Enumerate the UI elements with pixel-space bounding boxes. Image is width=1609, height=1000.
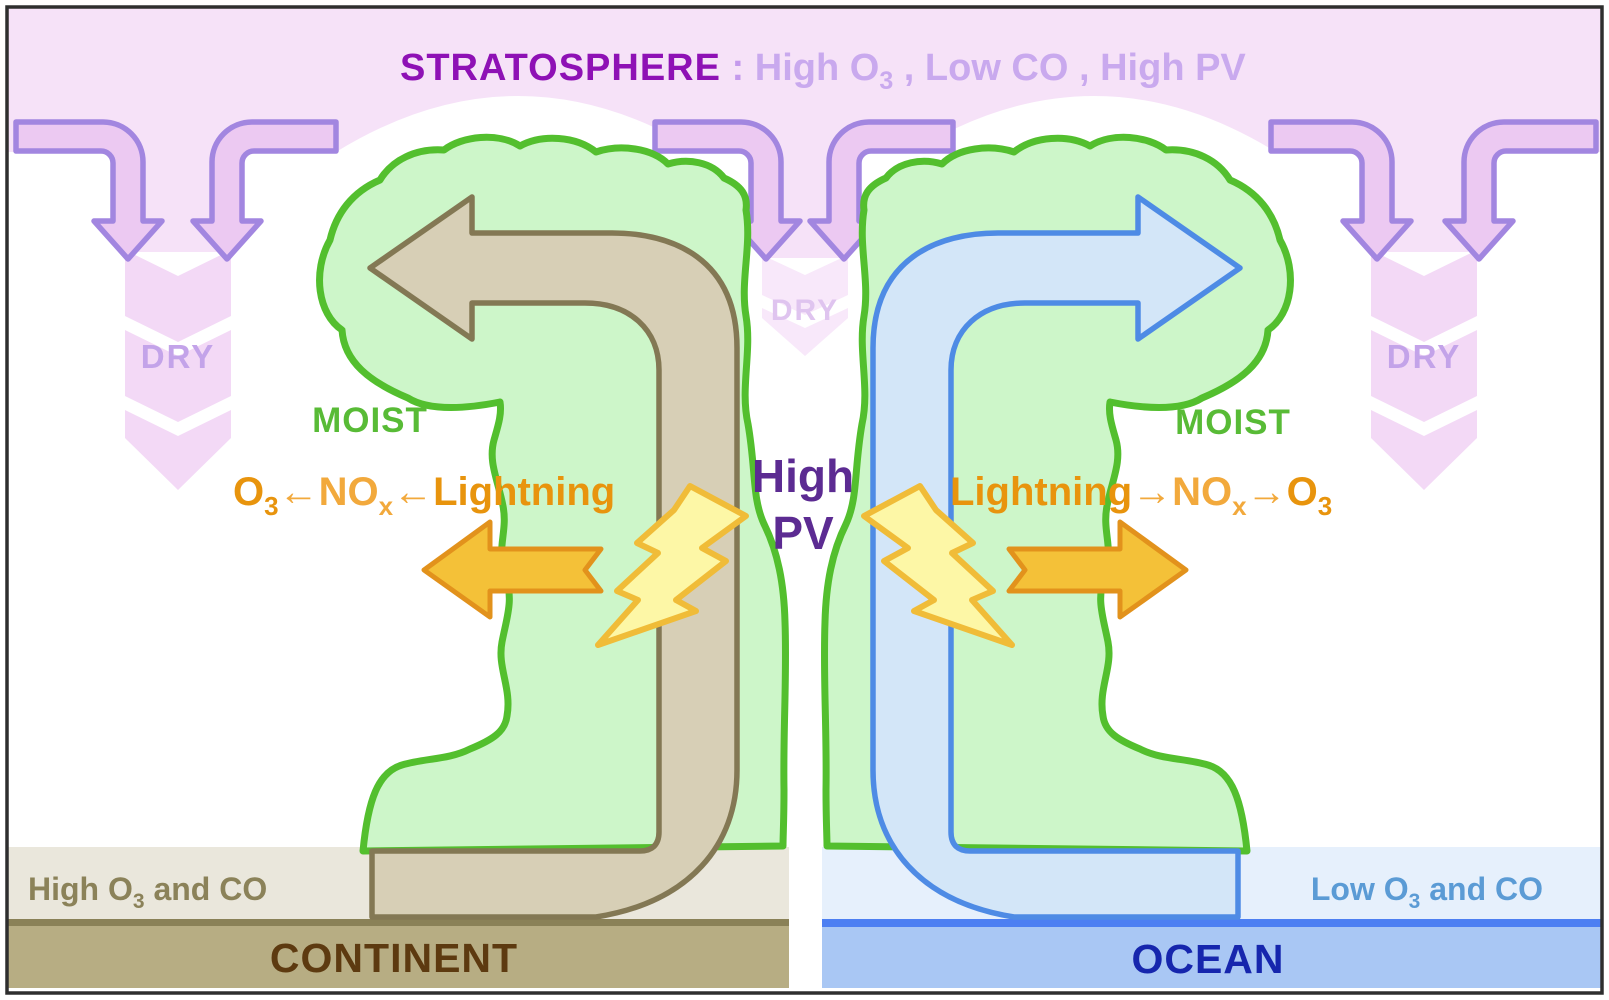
stratosphere-title-detail: High O — [755, 47, 880, 89]
stratosphere-band — [8, 8, 1601, 205]
dry-chevron-band-center — [762, 255, 848, 356]
dry-chevron-band-right — [1371, 250, 1477, 490]
moist-label-left: MOIST — [312, 401, 428, 440]
downwelling-arrow-right-1 — [1268, 119, 1414, 262]
moist-label-right: MOIST — [1175, 403, 1291, 442]
continent-band-label: CONTINENT — [270, 935, 518, 981]
ozone-export-arrow-left — [421, 519, 604, 620]
ocean-band-label: OCEAN — [1131, 936, 1284, 982]
ozone-export-arrow-right — [1006, 519, 1189, 620]
downwelling-arrow-left-2 — [190, 119, 339, 262]
lightning-nox-ozone-right: Lightning→NOx→O3 — [950, 470, 1332, 521]
downwelling-arrow-center-1 — [652, 119, 803, 262]
continent-surface-line — [8, 919, 789, 926]
dry-label-right: DRY — [1387, 338, 1461, 375]
lightning-bolt-left — [595, 483, 749, 648]
continental-layer-label: High O3 and CO — [28, 871, 267, 913]
stratospheric-downwelling-arrows — [13, 119, 1599, 262]
downwelling-arrow-left-1 — [13, 119, 165, 262]
high-pv-label-line2: PV — [772, 507, 834, 559]
stratosphere-title: STRATOSPHERE : High O3 , Low CO , High P… — [400, 47, 1246, 95]
stratosphere-title-main: STRATOSPHERE — [400, 47, 721, 89]
downwelling-arrow-right-2 — [1442, 119, 1599, 262]
downwelling-arrow-center-2 — [807, 119, 956, 262]
dry-label-left: DRY — [141, 338, 215, 375]
lightning-nox-ozone-left: O3←NOx←Lightning — [233, 470, 615, 521]
continent-band — [8, 926, 789, 988]
ocean-layer-label: Low O3 and CO — [1311, 871, 1543, 913]
high-pv-label-line1: High — [752, 450, 854, 502]
dry-chevron-band-left — [125, 250, 231, 490]
ocean-surface-line — [822, 919, 1601, 927]
figure-frame — [5, 5, 1604, 995]
ocean-band — [822, 927, 1601, 988]
lightning-bolt-right — [861, 483, 1015, 648]
dry-label-center: DRY — [771, 294, 839, 327]
